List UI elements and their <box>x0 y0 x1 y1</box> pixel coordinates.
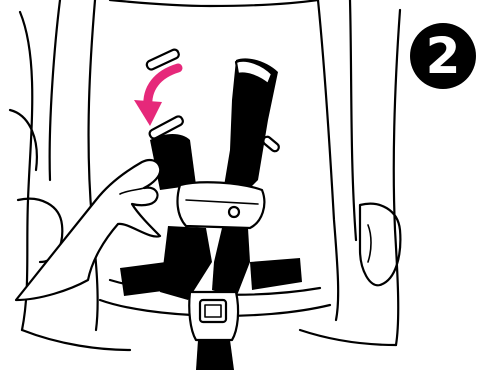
hip-strap-right <box>250 258 302 290</box>
lower-right-strap <box>212 228 250 298</box>
curved-down-arrow-icon <box>134 68 178 126</box>
hip-strap-left <box>120 262 170 296</box>
step-number-badge: 2 <box>410 23 476 89</box>
crotch-buckle <box>189 292 238 370</box>
chest-clip <box>178 182 265 228</box>
